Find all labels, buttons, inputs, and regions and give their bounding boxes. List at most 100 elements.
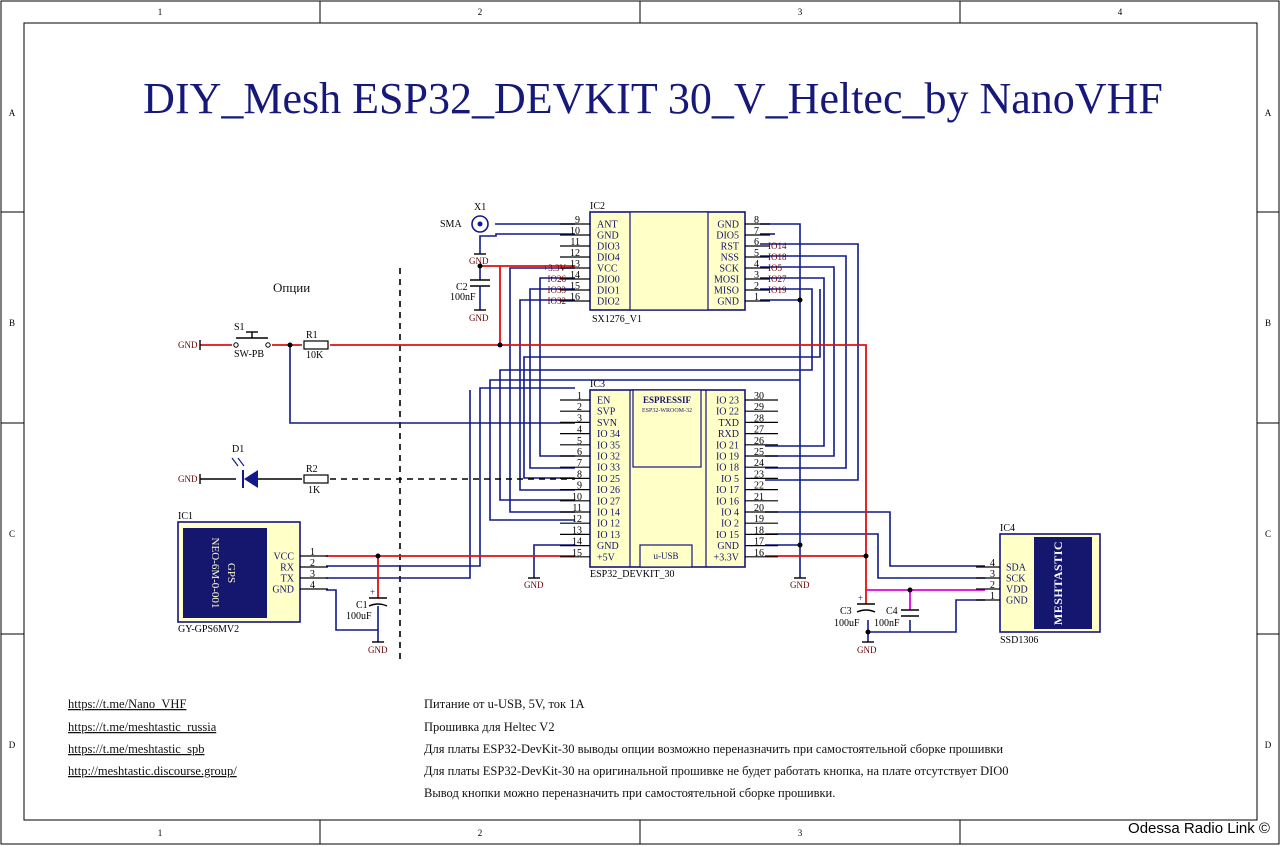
ic3-right-pin-name: IO 2 — [721, 519, 739, 530]
sma-connector[interactable]: X1 SMA — [440, 202, 489, 233]
gnd-symbols: GND GND GND GND GND GND — [368, 244, 877, 655]
c2-ref: C2 — [456, 282, 468, 293]
ic3-left-pin-name: IO 14 — [597, 508, 620, 519]
ic4-label: MESHTASTIC — [1051, 541, 1065, 625]
ic3-left-pin-name: +5V — [597, 552, 616, 563]
ic2-net-label: IO18 — [768, 252, 787, 262]
link-meshtastic-russia[interactable]: https://t.me/meshtastic_russia — [68, 720, 217, 734]
ic3-right-pin-num: 27 — [754, 425, 764, 436]
ic3-brand: ESPRESSIF — [643, 395, 692, 405]
ic2-left-pin-num: 14 — [570, 270, 580, 281]
ic2-right-pin-name: RST — [721, 242, 739, 253]
ic3-right-pin-name: IO 23 — [716, 396, 739, 407]
gnd-c3: GND — [857, 641, 877, 655]
ic2-left-pin-num: 11 — [570, 237, 580, 248]
ic2-right-pin-num: 7 — [754, 226, 759, 237]
ic2-lora-module[interactable]: IC2 SX1276_V1 ANT9GND10DIO311DIO412VCC13… — [543, 201, 787, 325]
ic3-left-pin-name: SVP — [597, 407, 616, 418]
switch-s1[interactable]: S1 SW-PB — [233, 322, 271, 360]
ic3-right-pin-name: IO 5 — [721, 474, 739, 485]
ic3-esp32-devkit[interactable]: IC3 ESP32_DEVKIT_30 ESPRESSIF ESP32-WROO… — [560, 379, 778, 580]
gnd-ic2-bottom: GND — [469, 309, 489, 323]
ic1-pin-num: 3 — [310, 569, 315, 580]
ic2-right-pin-name: MISO — [714, 286, 739, 297]
ic2-right-pin-num: 4 — [754, 259, 759, 270]
ic3-left-pin-name: IO 34 — [597, 429, 620, 440]
ic4-pin-name: GND — [1006, 596, 1028, 607]
ic2-left-pin-num: 15 — [570, 281, 580, 292]
x1-ref: X1 — [474, 202, 486, 213]
ic3-left-pin-name: EN — [597, 396, 610, 407]
ic3-left-pin-name: IO 32 — [597, 452, 620, 463]
ic3-right-pin-num: 18 — [754, 525, 764, 536]
row-label-right: D — [1265, 740, 1272, 750]
d1-ref: D1 — [232, 444, 244, 455]
r2-value: 1K — [308, 485, 321, 496]
capacitor-c2[interactable]: C2 100nF — [450, 279, 490, 303]
ic3-left-pin-num: 6 — [577, 447, 582, 458]
copyright: Odessa Radio Link © — [1128, 820, 1270, 837]
resistor-r2[interactable]: R2 1K — [303, 464, 329, 496]
note-options: Для платы ESP32-DevKit-30 выводы опции в… — [424, 742, 1003, 756]
resistor-r1[interactable]: R1 10K — [303, 330, 329, 361]
ic3-right-pin-num: 28 — [754, 413, 764, 424]
link-meshtastic-spb[interactable]: https://t.me/meshtastic_spb — [68, 742, 204, 756]
ic3-right-pin-num: 23 — [754, 469, 764, 480]
link-nano-vhf[interactable]: https://t.me/Nano_VHF — [68, 697, 186, 711]
ic2-left-pin-name: GND — [597, 231, 619, 242]
led-d1[interactable]: D1 — [231, 444, 258, 488]
ic1-pin-name: GND — [272, 585, 294, 596]
ic3-left-pin-num: 7 — [577, 458, 582, 469]
r2-ref: R2 — [306, 464, 318, 475]
ic3-right-pin-name: GND — [717, 541, 739, 552]
ic3-part: ESP32_DEVKIT_30 — [590, 569, 674, 580]
ic3-left-pin-num: 1 — [577, 391, 582, 402]
s1-value: SW-PB — [234, 349, 264, 360]
c4-value: 100nF — [874, 618, 900, 629]
ic2-left-pin-num: 13 — [570, 259, 580, 270]
gnd-label: GND — [524, 580, 544, 590]
junction-dots — [287, 263, 913, 635]
c1-ref: C1 — [356, 600, 368, 611]
ic2-net-label: IO26 — [548, 274, 567, 284]
col-label-top: 4 — [1118, 7, 1123, 17]
ic2-right-pin-num: 6 — [754, 237, 759, 248]
svg-text:+: + — [858, 593, 863, 603]
ic2-left-pin-name: ANT — [597, 220, 618, 231]
capacitor-c4[interactable]: C4 100nF — [874, 606, 919, 629]
ic3-left-pin-name: IO 27 — [597, 496, 620, 507]
ic3-right-pin-name: TXD — [718, 418, 739, 429]
gnd-label: GND — [469, 313, 489, 323]
ic2-ref: IC2 — [590, 201, 605, 212]
ic2-right-pin-name: SCK — [720, 264, 740, 275]
gnd-label: GND — [857, 645, 877, 655]
ic1-part: GY-GPS6MV2 — [178, 624, 239, 635]
c3-value: 100uF — [834, 618, 860, 629]
gnd-ic2-right: GND — [790, 577, 810, 590]
ic2-left-pin-name: DIO1 — [597, 286, 620, 297]
options-label: Опции — [273, 280, 310, 295]
ic3-ref: IC3 — [590, 379, 605, 390]
capacitor-c3[interactable]: + C3 100uF — [834, 593, 876, 629]
row-label-right: C — [1265, 529, 1271, 539]
gnd-label: GND — [790, 580, 810, 590]
ic3-right-pin-num: 19 — [754, 514, 764, 525]
ic4-pin-num: 4 — [990, 558, 995, 569]
ic3-right-pin-num: 20 — [754, 503, 764, 514]
col-label-bottom: 3 — [798, 828, 803, 838]
ic1-pin-name: TX — [281, 574, 295, 585]
ic3-right-pin-name: IO 4 — [721, 508, 739, 519]
ic2-left-pin-num: 10 — [570, 226, 580, 237]
gnd-ic3: GND — [524, 577, 544, 590]
capacitor-c1[interactable]: + C1 100uF — [346, 587, 388, 630]
c4-ref: C4 — [886, 606, 898, 617]
ic3-left-pin-name: IO 12 — [597, 519, 620, 530]
link-discourse[interactable]: http://meshtastic.discourse.group/ — [68, 764, 237, 778]
ic3-usb: u-USB — [653, 551, 678, 561]
r1-ref: R1 — [306, 330, 318, 341]
ic2-right-pin-num: 8 — [754, 215, 759, 226]
ic4-ref: IC4 — [1000, 523, 1015, 534]
ic3-left-pin-num: 10 — [572, 492, 582, 503]
